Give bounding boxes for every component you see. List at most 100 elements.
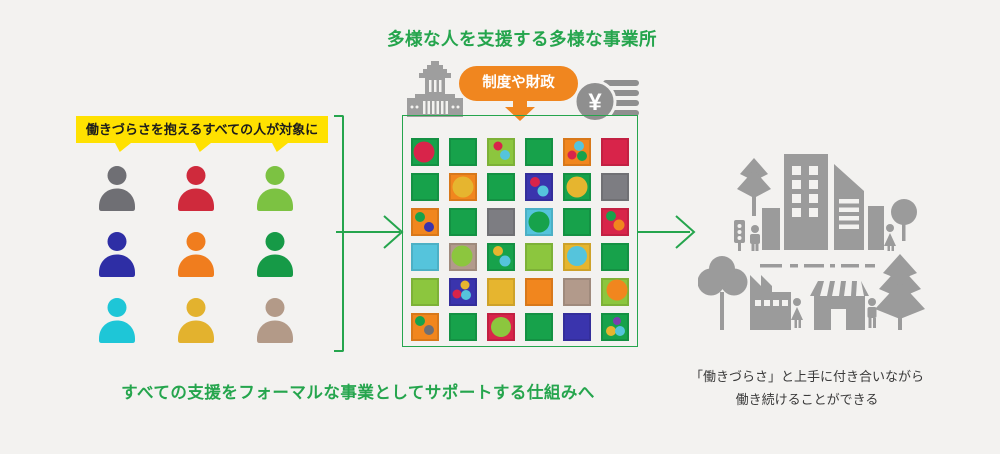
support-cell-dot xyxy=(567,246,587,267)
person-figure-icon xyxy=(791,298,803,328)
support-cell-dot xyxy=(573,140,584,151)
support-cell-dot xyxy=(606,210,617,221)
support-cell xyxy=(563,208,591,236)
person-icon xyxy=(251,231,299,277)
support-cell xyxy=(449,278,477,306)
support-cell-dot xyxy=(452,176,474,198)
person-icon xyxy=(93,231,141,277)
support-cell xyxy=(487,313,515,341)
support-cell-dot xyxy=(605,326,616,337)
support-cell xyxy=(411,243,439,271)
target-callout-label: 働きづらさを抱えるすべての人が対象に xyxy=(85,122,319,137)
road-dashes xyxy=(760,264,875,268)
support-cell xyxy=(601,138,629,166)
support-cell xyxy=(525,243,553,271)
person-icon xyxy=(172,297,220,343)
policy-bubble: 制度や財政 xyxy=(459,66,578,101)
person-icon xyxy=(93,165,141,211)
round-tree-icon xyxy=(698,256,748,330)
callout-tail xyxy=(272,143,288,152)
person-icon xyxy=(251,165,299,211)
support-cell xyxy=(411,173,439,201)
support-cell-dot xyxy=(613,219,625,231)
support-cell-dot xyxy=(423,325,434,336)
top-title: 多様な人を支援する多様な事業所 xyxy=(387,29,657,49)
support-services-box xyxy=(402,115,638,347)
person-icon xyxy=(251,297,299,343)
city-illustration xyxy=(698,154,925,330)
policy-bubble-label: 制度や財政 xyxy=(482,75,555,91)
person-icon xyxy=(172,165,220,211)
support-cell-dot xyxy=(414,316,425,327)
support-cell xyxy=(601,278,629,306)
support-cell xyxy=(563,243,591,271)
support-cell-dot xyxy=(577,150,588,161)
lowrise-building-icon xyxy=(762,208,780,250)
support-cell xyxy=(487,208,515,236)
person-figure-icon xyxy=(750,225,760,251)
pine-tree-icon xyxy=(737,158,771,216)
diverse-people-grid xyxy=(93,165,299,343)
support-cell-dot xyxy=(612,316,621,325)
arrow-grid-to-city-icon xyxy=(638,215,696,249)
support-cell xyxy=(601,313,629,341)
person-figure-icon xyxy=(884,224,896,251)
support-cell xyxy=(411,313,439,341)
support-cell xyxy=(601,208,629,236)
support-services-grid xyxy=(403,138,637,341)
bottom-title: すべての支援をフォーマルな事業としてサポートする仕組みへ xyxy=(121,384,595,402)
support-cell xyxy=(487,138,515,166)
support-cell-dot xyxy=(537,185,549,197)
support-cell xyxy=(487,278,515,306)
support-cell xyxy=(449,173,477,201)
support-cell-dot xyxy=(451,245,473,267)
callout-tail xyxy=(115,143,131,152)
callout-tail xyxy=(195,143,211,152)
support-cell-dot xyxy=(606,279,628,301)
support-cell-dot xyxy=(415,212,426,223)
support-cell xyxy=(563,173,591,201)
slanted-building-icon xyxy=(834,164,864,250)
support-cell xyxy=(563,313,591,341)
group-bracket xyxy=(334,115,344,352)
support-cell-dot xyxy=(615,326,626,337)
support-cell-dot xyxy=(491,317,511,337)
support-cell xyxy=(411,208,439,236)
person-icon xyxy=(172,231,220,277)
outcome-caption-line1: 「働きづらさ」と上手に付き合いながら xyxy=(689,369,924,384)
support-cell xyxy=(411,138,439,166)
policy-bubble-arrow-icon xyxy=(505,99,535,121)
pine-tree-icon xyxy=(875,254,925,330)
round-tree-icon xyxy=(891,199,917,241)
office-tower-icon xyxy=(784,154,828,250)
support-cell xyxy=(525,313,553,341)
arrow-people-to-grid-icon xyxy=(336,215,404,249)
support-cell xyxy=(601,173,629,201)
yen-coin-icon: ¥ xyxy=(575,80,639,123)
person-icon xyxy=(93,297,141,343)
support-cell xyxy=(525,208,553,236)
outcome-caption: 「働きづらさ」と上手に付き合いながら 働き続けることができる xyxy=(657,366,957,412)
support-cell xyxy=(449,138,477,166)
yen-symbol: ¥ xyxy=(588,89,602,116)
support-cell-dot xyxy=(493,141,503,151)
support-cell xyxy=(411,278,439,306)
lowrise-building-icon xyxy=(868,206,884,250)
support-cell-dot xyxy=(413,141,435,163)
support-cell xyxy=(449,208,477,236)
support-cell-dot xyxy=(500,150,511,161)
support-cell-dot xyxy=(567,150,577,160)
support-cell xyxy=(563,278,591,306)
support-cell-dot xyxy=(492,246,503,257)
target-callout-bubble: 働きづらさを抱えるすべての人が対象に xyxy=(76,116,328,152)
support-cell xyxy=(487,243,515,271)
support-cell-dot xyxy=(528,211,550,233)
support-cell xyxy=(601,243,629,271)
government-building-icon xyxy=(407,61,463,117)
support-cell-dot xyxy=(460,280,470,290)
factory-icon xyxy=(750,275,791,330)
support-cell-dot xyxy=(461,290,472,301)
support-cell-dot xyxy=(452,289,462,299)
outcome-caption-line2: 働き続けることができる xyxy=(735,391,879,407)
